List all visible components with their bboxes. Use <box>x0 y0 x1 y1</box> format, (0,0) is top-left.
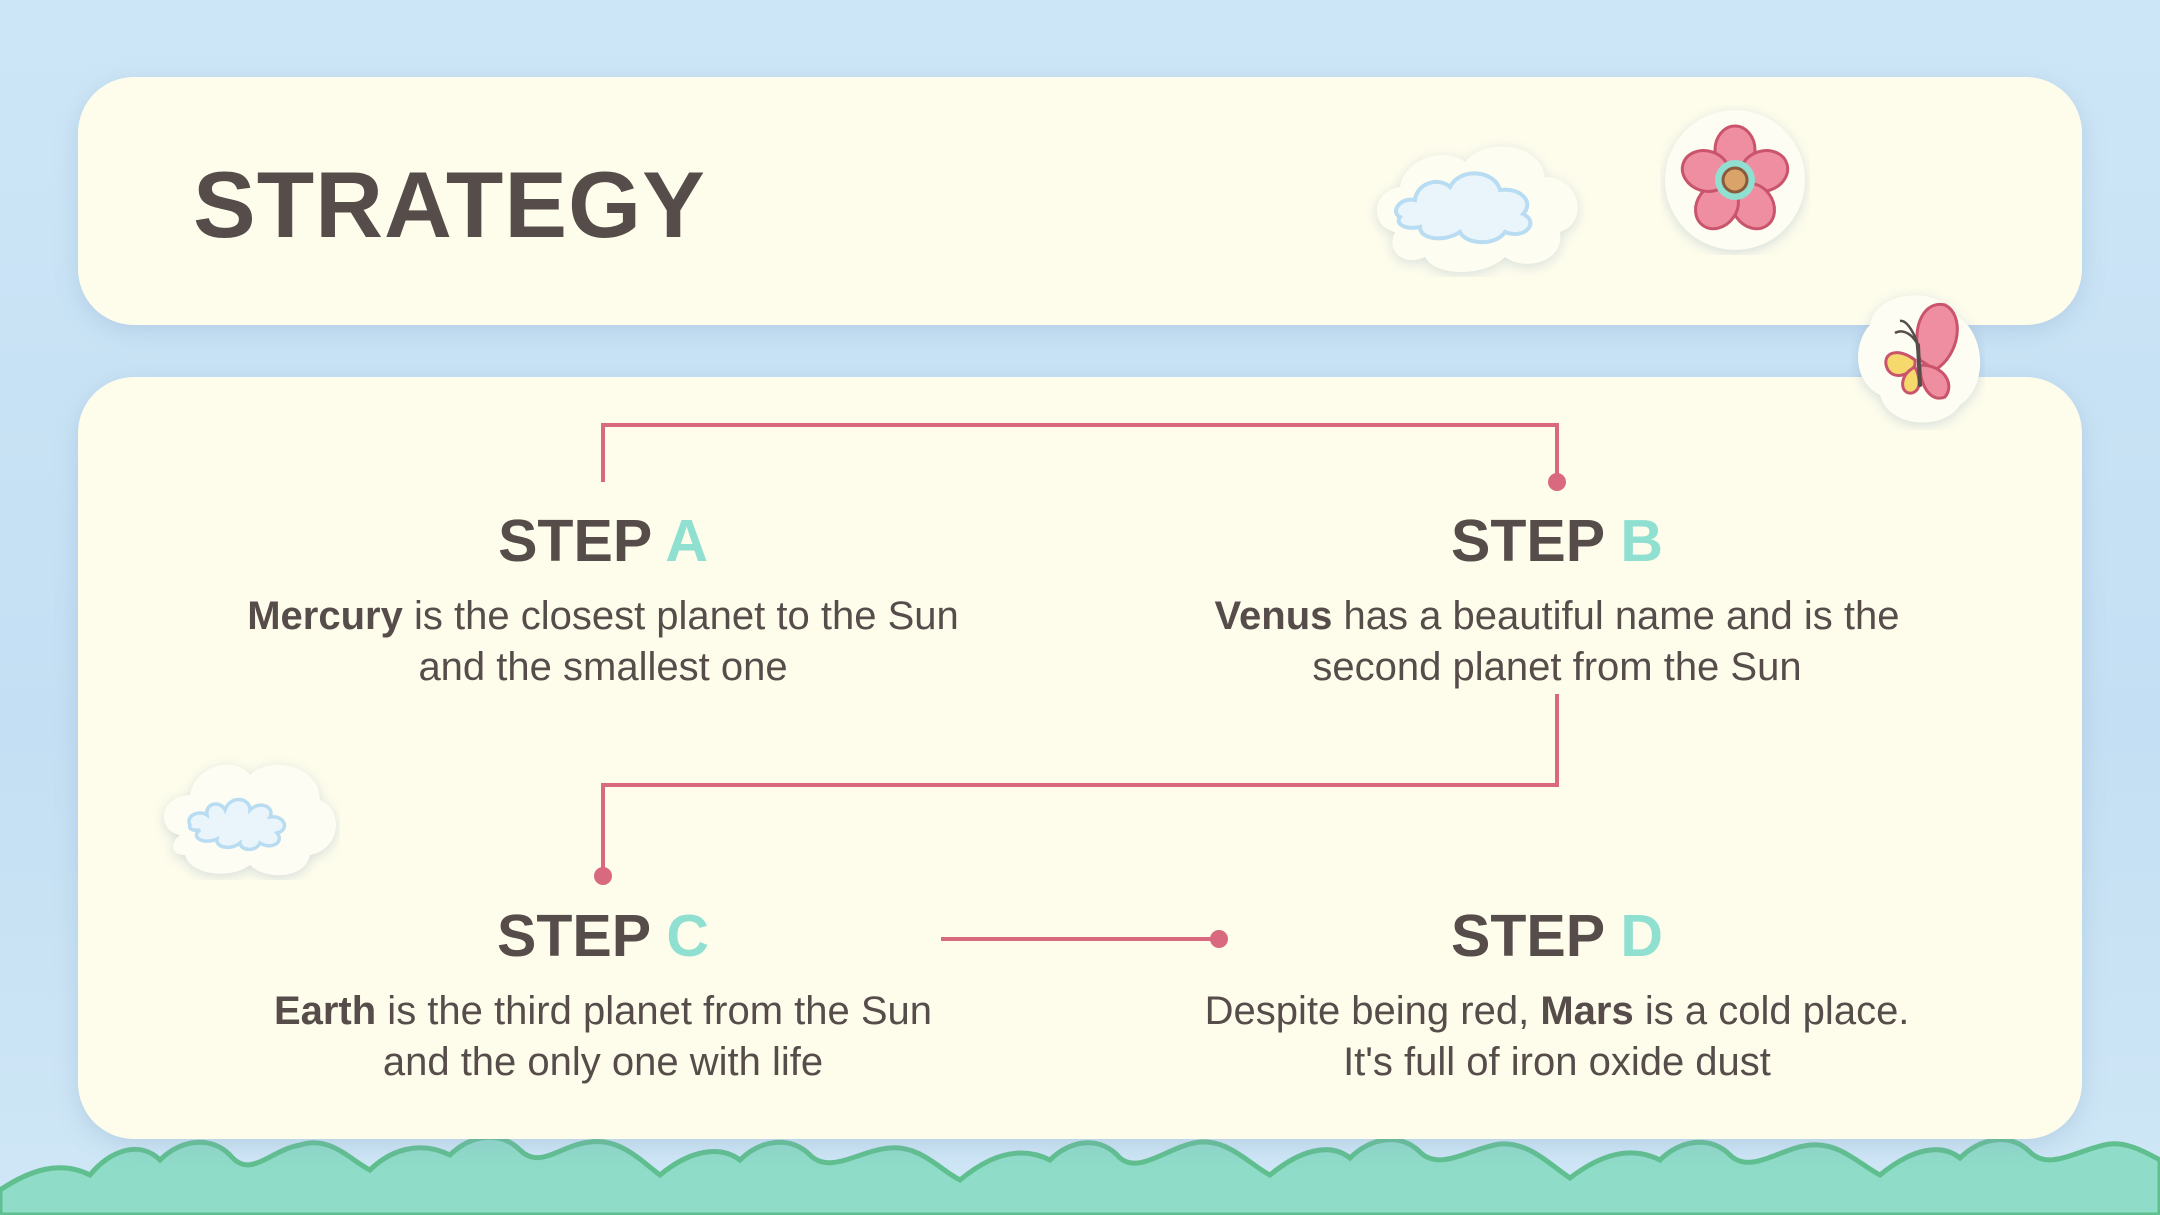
connector-dot-c <box>594 867 612 885</box>
step-d-description: Despite being red, Mars is a cold place.… <box>1204 989 1910 1084</box>
step-a-letter: A <box>665 508 708 574</box>
step-c-description: Earth is the third planet from the Sun a… <box>273 989 933 1084</box>
grass-bushes <box>0 1134 2160 1215</box>
connector-dot-d <box>1210 930 1228 948</box>
connector-a-to-b <box>601 423 1559 482</box>
page-title: STRATEGY <box>193 152 706 257</box>
step-d-planet: Mars <box>1540 989 1634 1033</box>
step-b-letter: B <box>1620 508 1664 574</box>
cloud-icon <box>1376 146 1578 272</box>
step-c-title: STEP C <box>496 903 710 969</box>
step-b-title: STEP B <box>1450 508 1664 574</box>
step-d-title: STEP D <box>1450 903 1664 969</box>
butterfly-icon <box>1858 295 1981 423</box>
step-a-title: STEP A <box>498 508 708 574</box>
step-c-planet: Earth <box>273 989 377 1033</box>
step-c-letter: C <box>666 903 710 969</box>
step-a-planet: Mercury <box>247 594 403 638</box>
step-a-description: Mercury is the closest planet to the Sun… <box>247 594 959 689</box>
small-cloud-icon <box>163 764 337 876</box>
connector-b-to-c <box>601 694 1559 875</box>
step-b-planet: Venus <box>1214 594 1333 638</box>
step-b-description: Venus has a beautiful name and is the se… <box>1214 594 1900 689</box>
step-d-letter: D <box>1620 903 1664 969</box>
connector-dot-b <box>1548 473 1566 491</box>
diagram-panel <box>78 377 2082 1139</box>
flower-icon <box>1665 110 1805 250</box>
